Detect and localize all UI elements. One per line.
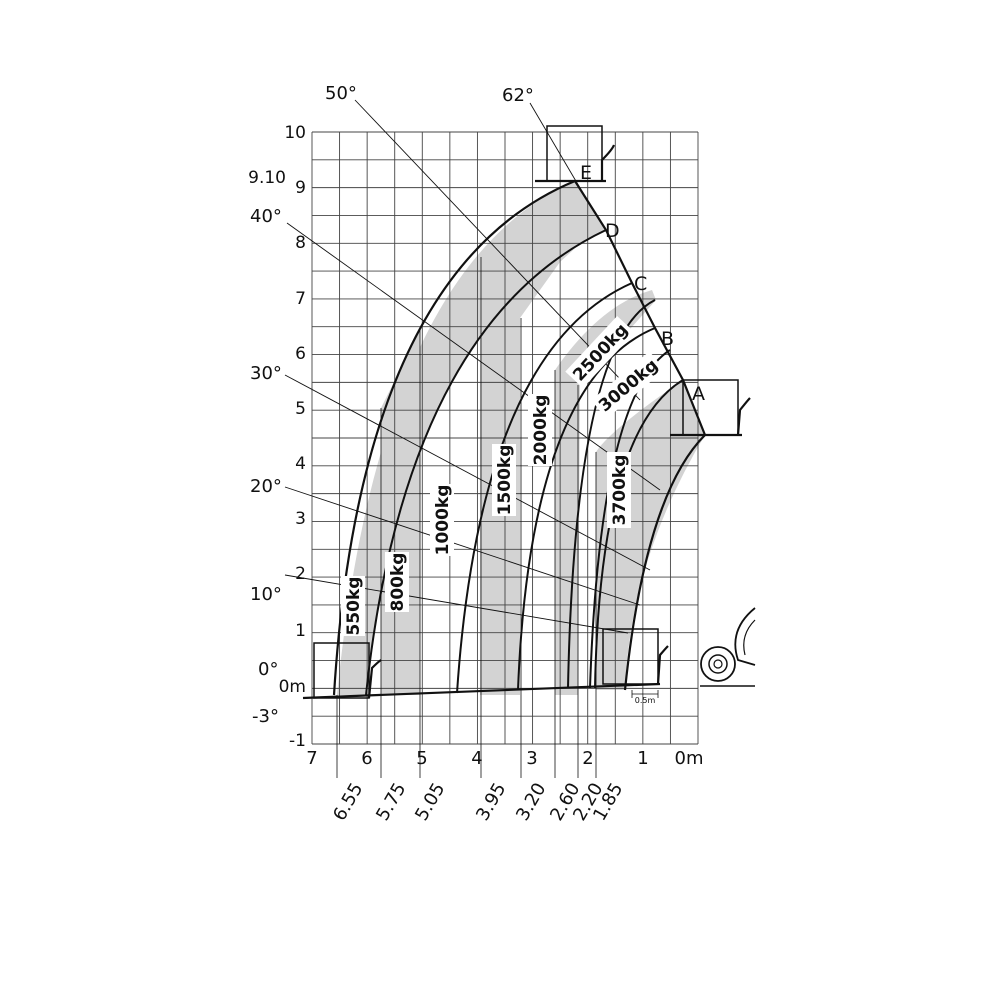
- point-labels: E D C B A: [580, 162, 705, 405]
- x-tick-5: 5: [416, 748, 427, 769]
- x-tick-3: 3: [526, 748, 537, 769]
- platform-ground-right: [602, 628, 659, 685]
- x-tick-7: 7: [306, 748, 317, 769]
- y-tick-0m: 0m: [279, 677, 306, 697]
- load-3700kg: 3700kg: [610, 455, 630, 526]
- dist-3.95: 3.95: [472, 779, 510, 824]
- arc-d: [365, 229, 607, 696]
- angle-10: 10°: [250, 584, 282, 605]
- arc-b: [517, 327, 656, 691]
- distance-drop-lines: [336, 257, 597, 778]
- platforms: [313, 125, 751, 699]
- angle-50: 50°: [325, 83, 357, 104]
- zone-2500kg-band: [555, 290, 656, 695]
- x-tick-4: 4: [471, 748, 482, 769]
- y-tick-1: 1: [295, 621, 306, 641]
- x-tick-6: 6: [361, 748, 372, 769]
- x-tick-0m: 0m: [675, 748, 704, 769]
- y-axis-labels: 10 9 8 7 6 5 4 3 2 1 0m -1 9.10: [248, 123, 306, 751]
- inner-envelope-arc: [623, 434, 706, 691]
- load-2000kg: 2000kg: [531, 395, 551, 466]
- load-1000kg: 1000kg: [433, 485, 453, 556]
- angle-20: 20°: [250, 476, 282, 497]
- y-tick-8: 8: [295, 233, 306, 253]
- x-tick-1: 1: [637, 748, 648, 769]
- angle-30: 30°: [250, 363, 282, 384]
- y-tick-minus1: -1: [289, 731, 306, 751]
- ray-20: [284, 486, 641, 606]
- y-tick-3: 3: [295, 509, 306, 529]
- ray-62: [529, 102, 591, 206]
- angle-0: 0°: [258, 659, 278, 680]
- y-label-9.10: 9.10: [248, 168, 286, 188]
- platform-ground-left: [313, 642, 370, 699]
- boom-head-line: [574, 180, 707, 436]
- point-b: B: [661, 328, 674, 350]
- y-tick-2: 2: [295, 564, 306, 584]
- angle-40: 40°: [250, 206, 282, 227]
- distance-labels: 6.55 5.75 5.05 3.95 3.20 2.60 2.20 1.85: [329, 779, 627, 824]
- dist-3.20: 3.20: [512, 779, 550, 824]
- dist-6.55: 6.55: [329, 779, 367, 824]
- zone-1500kg-band: [480, 195, 595, 695]
- y-tick-6: 6: [295, 344, 306, 364]
- arc-2000: [567, 299, 656, 689]
- point-e: E: [580, 162, 592, 184]
- angle-minus3: -3°: [252, 706, 279, 727]
- ground-line: [302, 682, 661, 700]
- x-tick-2: 2: [582, 748, 593, 769]
- machine-wheel: [700, 607, 756, 687]
- point-d: D: [605, 220, 620, 242]
- ray-40: [286, 222, 661, 491]
- y-tick-7: 7: [295, 289, 306, 309]
- y-tick-5: 5: [295, 399, 306, 419]
- ray-30: [284, 374, 651, 571]
- point-a: A: [692, 383, 705, 405]
- y-tick-4: 4: [295, 454, 306, 474]
- angle-62: 62°: [502, 85, 534, 106]
- load-550kg: 550kg: [344, 577, 364, 636]
- y-tick-9: 9: [295, 178, 306, 198]
- load-800kg: 800kg: [388, 553, 408, 612]
- point-c: C: [634, 273, 647, 295]
- dist-5.05: 5.05: [411, 779, 449, 824]
- angle-labels: 62° 50° 40° 30° 20° 10° 0° -3°: [250, 83, 534, 727]
- grid: [311, 131, 699, 745]
- arc-c: [456, 282, 633, 694]
- zone-3700kg: [596, 380, 705, 690]
- scale-label: 0.5m: [635, 696, 656, 705]
- load-1500kg: 1500kg: [495, 445, 515, 516]
- dist-5.75: 5.75: [372, 779, 410, 824]
- scale-marker: 0.5m: [631, 690, 659, 705]
- platform-e: [546, 125, 603, 182]
- x-axis-labels: 7 6 5 4 3 2 1 0m: [306, 748, 703, 769]
- y-tick-10: 10: [284, 123, 306, 143]
